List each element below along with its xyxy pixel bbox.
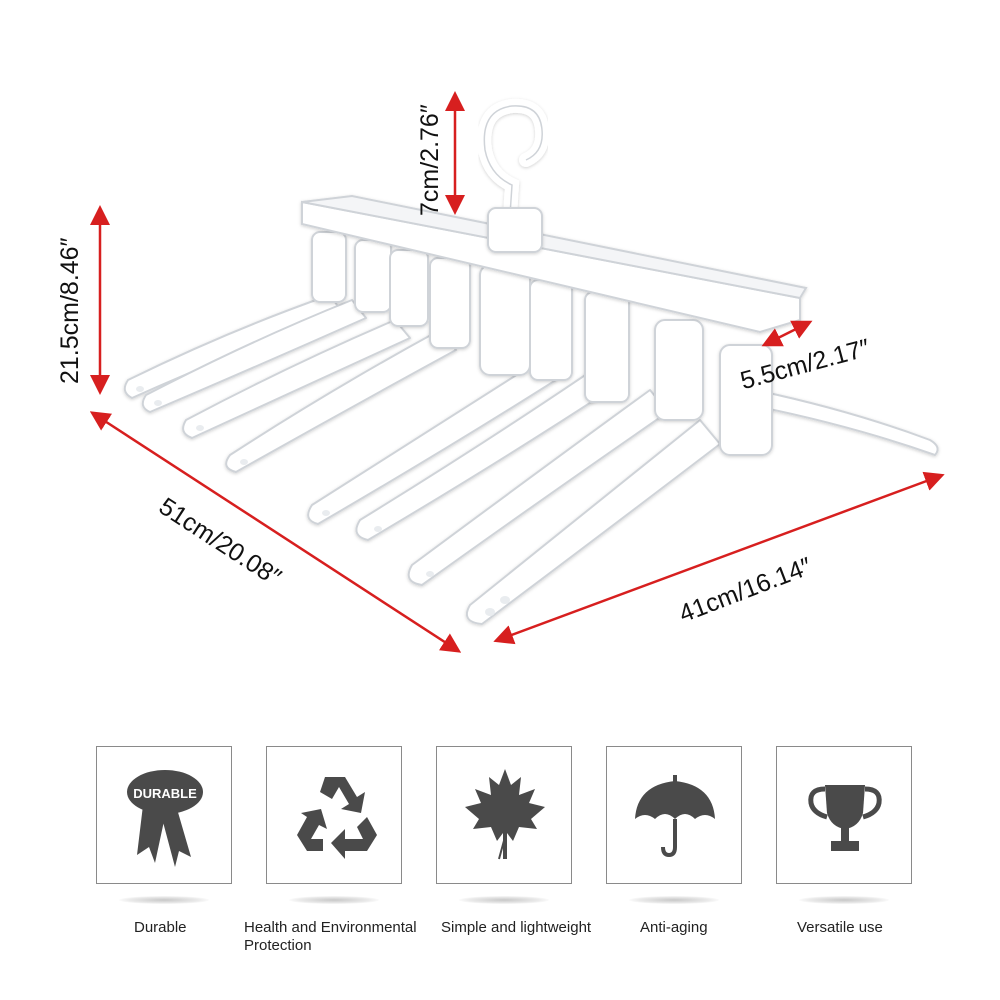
feature-label-versatile: Versatile use: [797, 919, 883, 936]
feature-label-durable: Durable: [134, 919, 187, 936]
feature-shadow: [119, 896, 209, 904]
umbrella-icon: [635, 775, 715, 858]
length-arrow: [493, 471, 945, 645]
feature-box-durable: DURABLE: [96, 746, 232, 884]
hook-height-label: 7cm/2.76″: [416, 104, 444, 216]
feature-shadow: [799, 896, 889, 904]
feature-box-versatile: [776, 746, 912, 884]
feature-shadow: [629, 896, 719, 904]
feature-label-health: Health and Environmental Protection: [244, 919, 417, 954]
recycle-icon: [297, 777, 377, 859]
feature-shadow: [289, 896, 379, 904]
feature-box-lightweight: [436, 746, 572, 884]
feature-box-anti-aging: [606, 746, 742, 884]
feature-label-anti-aging: Anti-aging: [640, 919, 708, 936]
maple-leaf-icon: [465, 769, 545, 860]
hanger-product-illustration: [89, 91, 945, 653]
durable-badge-text: DURABLE: [133, 786, 197, 801]
hanger-clips: [311, 231, 773, 456]
height-label: 21.5cm/8.46″: [56, 237, 84, 384]
feature-label-lightweight: Simple and lightweight: [441, 919, 592, 936]
feature-shadow: [459, 896, 549, 904]
depth-arrow: [761, 320, 813, 347]
feature-box-health: [266, 746, 402, 884]
durable-ribbon-icon: DURABLE: [127, 770, 203, 867]
hanger-hook: [477, 98, 550, 222]
trophy-icon: [808, 785, 882, 851]
hanger-bar: [301, 194, 808, 334]
dimension-arrows: [89, 91, 945, 653]
width-arrow: [89, 411, 462, 653]
